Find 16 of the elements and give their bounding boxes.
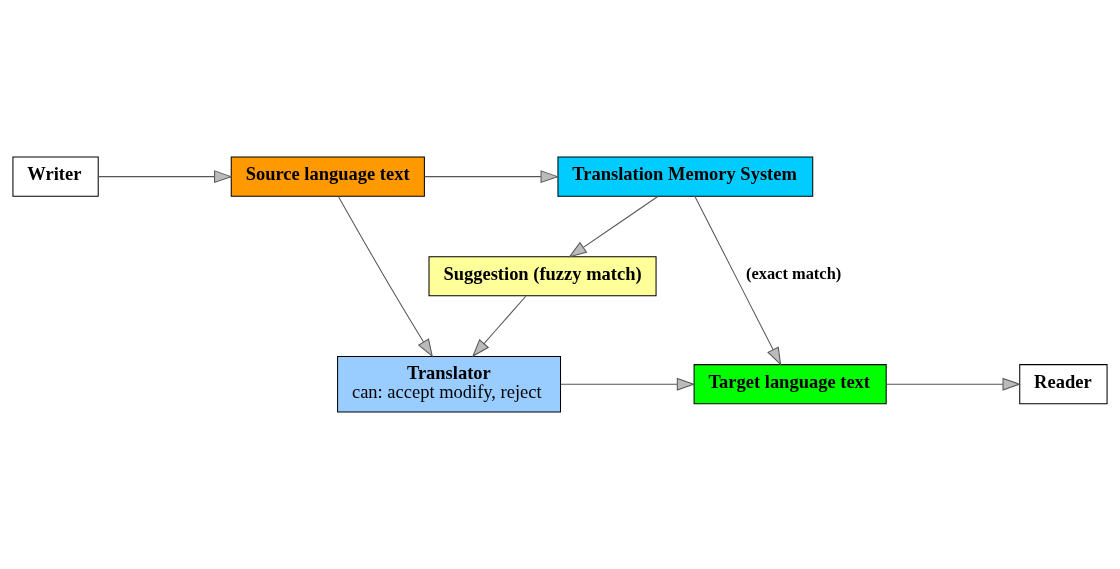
node-box: Reader [1019, 364, 1108, 405]
node-box: Translation Memory System [557, 156, 814, 197]
node-box: Translator can: accept modify, reject [337, 355, 562, 413]
arrow [885, 377, 1021, 391]
arrow [471, 295, 527, 358]
arrow [337, 195, 434, 358]
node-box: Target language text [693, 364, 887, 405]
node-box: Source language text [230, 156, 425, 197]
arrow [694, 195, 782, 366]
arrow [560, 377, 696, 391]
edge-label: (exact match) [745, 264, 842, 284]
node-box: Suggestion (fuzzy match) [428, 256, 657, 297]
node-box: Writer [12, 156, 99, 197]
arrow [424, 170, 560, 184]
arrow [97, 170, 233, 184]
arrow [568, 195, 659, 258]
